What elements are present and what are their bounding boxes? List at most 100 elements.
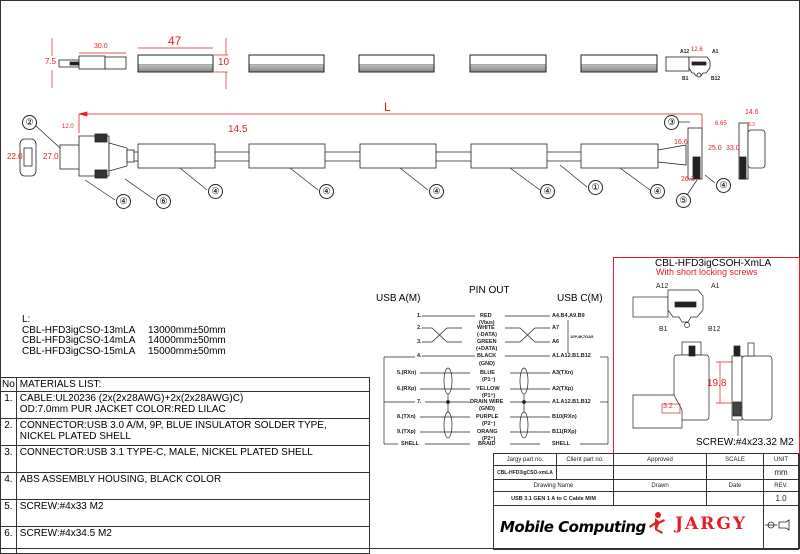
material-line: OD:7.0mm PUR JACKET COLOR:RED LILAC	[19, 404, 226, 415]
pinout-left-header: USB A(M)	[376, 293, 421, 304]
material-desc: CONNECTOR:USB 3.1 TYPE-C, MALE, NICKEL P…	[15, 445, 371, 473]
balloon-4: ④	[116, 194, 131, 209]
unit-value: mm	[763, 465, 799, 480]
client-part-value	[556, 465, 614, 480]
balloon-1: ①	[588, 180, 603, 195]
pin-right: B11(RXp)	[552, 429, 577, 435]
pin-left: 8.(TXn)	[397, 414, 416, 420]
overmold-segment	[580, 143, 659, 169]
wire-color: YELLOW	[476, 386, 500, 392]
pin-left: 3.	[417, 339, 422, 345]
length-spec-label: L:	[22, 314, 31, 325]
pin-left: 4.	[417, 353, 422, 359]
material-no: 6.	[0, 526, 17, 554]
rev-label: REV.	[763, 479, 799, 492]
dim-typec-width: 12.6	[691, 47, 703, 53]
dim-typec-height: 25.0	[708, 145, 722, 152]
logo-cell	[493, 505, 764, 550]
length-value: 14000mm±50mm	[148, 335, 226, 346]
inset-dim-height: 19.8	[707, 378, 727, 389]
material-row: 2. CONNECTOR:USB 3.0 A/M, 9P, BLUE INSUL…	[0, 418, 371, 446]
material-desc: SCREW:#4x34.5 M2	[15, 526, 371, 554]
wire-signal: (P1⁺)	[482, 393, 496, 399]
material-row: 6. SCREW:#4x34.5 M2	[0, 526, 371, 554]
dim-usb-a-offset: 12.0	[62, 124, 74, 130]
inset-pin-a12: A12	[656, 283, 669, 290]
material-desc: ABS ASSEMBLY HOUSING, BLACK COLOR	[15, 472, 371, 500]
wire-signal: (Vbus)	[479, 320, 495, 326]
overmold-segment	[248, 143, 326, 169]
wire-signal: (P2⁺)	[482, 436, 496, 442]
balloon-6: ⑥	[156, 194, 171, 209]
balloon-4: ④	[429, 184, 444, 199]
cable-segment	[137, 54, 214, 73]
materials-table: No MATERIALS LIST: 1. CABLE:UL20236 (2x(…	[0, 377, 371, 554]
length-row: CBL-HFD3igCSO-15mLA 15000mm±50mm	[22, 345, 226, 358]
dim-usb-a-face-height: 22.0	[7, 152, 23, 161]
pin-left: 2.	[417, 325, 422, 331]
wire-signal: (P2⁻)	[482, 421, 496, 427]
drawn-value	[613, 491, 707, 506]
inset-drawing	[632, 289, 773, 436]
material-row: 4. ABS ASSEMBLY HOUSING, BLACK COLOR	[0, 472, 371, 500]
logo-computing-text: Computing	[558, 518, 646, 536]
date-value	[706, 491, 764, 506]
cable-segment	[580, 54, 658, 73]
pin-left: 7.	[417, 399, 422, 405]
material-line: SCREW:#4x34.5 M2	[19, 528, 112, 539]
balloon-4: ④	[716, 178, 731, 193]
length-part: CBL-HFD3igCSO-15mLA	[22, 345, 136, 357]
pin-left: 6.(RXp)	[397, 386, 417, 392]
wire-signal: (+DATA)	[476, 346, 498, 352]
balloon-4: ④	[319, 184, 334, 199]
pinout-wiring	[383, 315, 609, 445]
wire-color: PURPLE	[476, 414, 499, 420]
jargy-part-label: Jargy part no.	[493, 453, 557, 466]
overmold-segment	[470, 143, 548, 169]
pin-left: SHELL	[401, 441, 420, 447]
drawn-label: Drawn	[613, 479, 707, 492]
jargy-part-value: CBL-HFD3igCSO-xmLA	[493, 465, 557, 480]
pin-left: 1.	[417, 313, 422, 319]
resistor-note: 10P,4K7ΩA5	[570, 334, 594, 339]
pin-right: A2(TXp)	[552, 386, 574, 392]
length-value: 13000mm±50mm	[148, 324, 226, 336]
balloon-4: ④	[208, 184, 223, 199]
usb-a-connector	[19, 133, 135, 179]
inset-pin-b1: B1	[659, 326, 668, 333]
pin-right: A1.A12.B1.B12	[552, 399, 591, 405]
pin-right: A1.A12.B1.B12	[552, 353, 591, 359]
inset-title: CBL-HFD3igCSOH-XmLA	[655, 258, 772, 269]
drawing-name-label: Drawing Name	[493, 479, 614, 492]
overmold-segment	[359, 143, 437, 169]
top-typec-end	[665, 56, 711, 78]
length-value: 15000mm±50mm	[148, 345, 226, 357]
inset-pin-b12: B12	[708, 326, 721, 333]
header-title: MATERIALS LIST:	[15, 377, 371, 392]
material-line: NICKEL PLATED SHELL	[19, 431, 131, 442]
dim-plug-width: 7.5	[45, 57, 57, 66]
cable-segment	[248, 54, 325, 73]
approved-label: Approved	[613, 453, 707, 466]
inset-subtitle: With short locking screws	[656, 267, 758, 277]
pin-label-b12: B12	[711, 76, 721, 82]
title-block: Jargy part no. Client part no. Approved …	[493, 453, 799, 550]
dim-typec-arm: 16.6	[674, 139, 688, 146]
scale-value	[706, 465, 764, 480]
material-line: CABLE:UL20236 (2x(2x28AWG)+2x(2x28AWG)C)	[19, 393, 244, 404]
material-line: SCREW:#4x33 M2	[19, 501, 104, 512]
wire-color: BLACK	[477, 353, 497, 359]
balloon-3: ③	[664, 115, 679, 130]
material-desc: CONNECTOR:USB 3.0 A/M, 9P, BLUE INSULATO…	[15, 418, 371, 446]
material-no: 2.	[0, 418, 17, 446]
top-cable-segments	[137, 54, 658, 73]
wire-signal: (-DATA)	[477, 332, 497, 338]
drawing-name-value: USB 3.1 GEN 1 A to C Cable M/M	[493, 491, 614, 506]
inset-screw-label: SCREW:#4x23.32 M2	[696, 437, 794, 448]
dim-segment-height: 10	[218, 57, 230, 68]
wire-color: GREEN	[477, 339, 497, 345]
pin-left: 5.(RXn)	[397, 370, 417, 376]
